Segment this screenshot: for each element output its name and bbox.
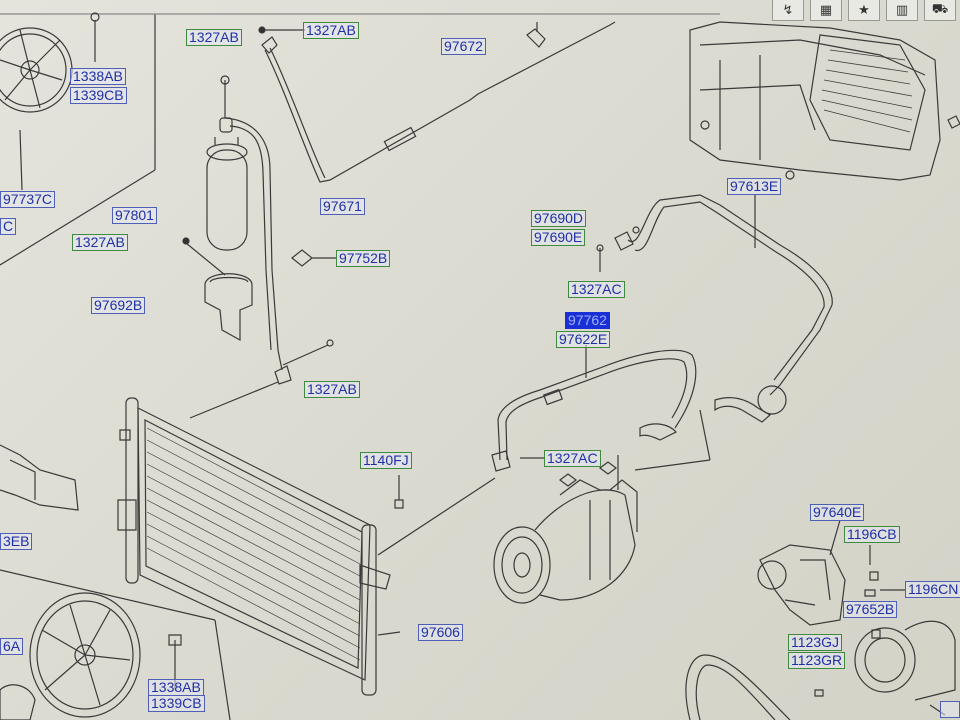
label-97690D[interactable]: 97690D	[531, 210, 587, 227]
label-1140FJ[interactable]: 1140FJ	[360, 452, 412, 469]
label-6A[interactable]: 6A	[0, 638, 24, 655]
label-1123GJ[interactable]: 1123GJ	[788, 634, 842, 651]
label-97640E[interactable]: 97640E	[810, 504, 865, 521]
label-1327AB-c[interactable]: 1327AB	[72, 234, 128, 251]
label-1196CB[interactable]: 1196CB	[844, 526, 900, 543]
label-1327AB-d[interactable]: 1327AB	[304, 381, 360, 398]
label-1339CB-bottom[interactable]: 1339CB	[148, 695, 205, 712]
label-97672[interactable]: 97672	[441, 38, 486, 55]
label-97613E[interactable]: 97613E	[727, 178, 782, 195]
label-1327AB-a[interactable]: 1327AB	[186, 29, 242, 46]
panel-icon[interactable]: ▥	[886, 0, 918, 21]
label-1327AB-b[interactable]: 1327AB	[303, 22, 359, 39]
label-97801[interactable]: 97801	[112, 207, 157, 224]
label-1338AB-bottom[interactable]: 1338AB	[148, 679, 204, 696]
fan-top-left	[0, 27, 73, 113]
star-icon[interactable]: ★	[848, 0, 880, 21]
label-1327AC-a[interactable]: 1327AC	[568, 281, 625, 298]
label-1123GR[interactable]: 1123GR	[788, 652, 846, 669]
compressor-drawing	[493, 409, 711, 604]
viewer-toolbar: ↯ ▦ ★ ▥ ⛟	[706, 0, 960, 22]
label-97652B[interactable]: 97652B	[843, 601, 898, 618]
label-partial-bottom-right[interactable]	[940, 701, 960, 718]
label-97690E[interactable]: 97690E	[531, 229, 586, 246]
label-97671[interactable]: 97671	[320, 198, 365, 215]
label-1338AB-top[interactable]: 1338AB	[70, 68, 126, 85]
label-97606[interactable]: 97606	[418, 624, 463, 641]
car-icon[interactable]: ⛟	[924, 0, 956, 21]
label-97752B[interactable]: 97752B	[336, 250, 391, 267]
condenser-drawing	[117, 381, 401, 696]
compressor-bracket-drawing	[685, 519, 956, 720]
grid-icon[interactable]: ▦	[810, 0, 842, 21]
fan-bottom-left	[0, 592, 141, 720]
label-97762[interactable]: 97762	[565, 312, 610, 329]
label-3EB[interactable]: 3EB	[0, 533, 33, 550]
label-partial-C[interactable]: C	[0, 218, 17, 235]
label-97622E[interactable]: 97622E	[556, 331, 611, 348]
label-97692B[interactable]: 97692B	[91, 297, 146, 314]
label-1339CB-top[interactable]: 1339CB	[70, 87, 127, 104]
hvac-housing-drawing	[689, 21, 960, 181]
hook-icon[interactable]: ↯	[772, 0, 804, 21]
label-97737C[interactable]: 97737C	[0, 191, 56, 208]
label-1327AC-b[interactable]: 1327AC	[544, 450, 601, 467]
label-1196CN[interactable]: 1196CN	[905, 581, 960, 598]
